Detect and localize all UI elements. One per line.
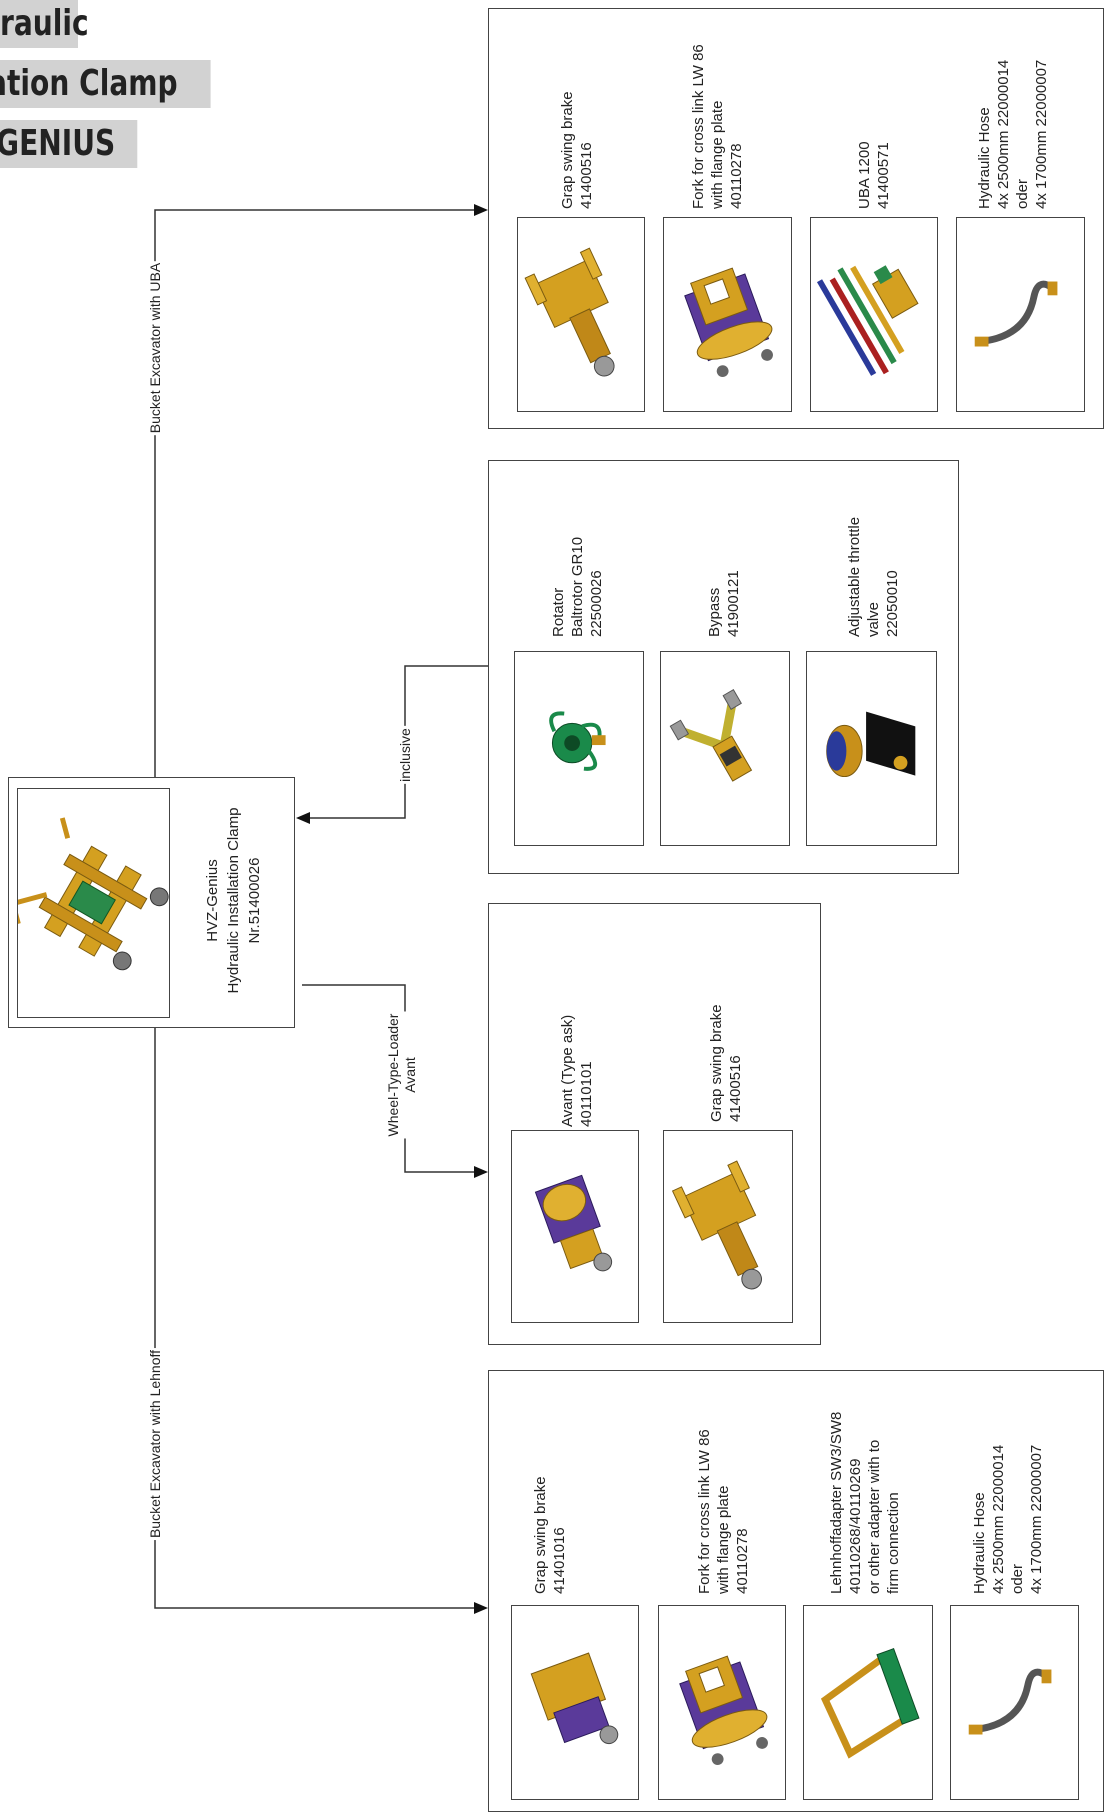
main-unit-image (17, 788, 170, 1018)
avant-part-1-label: Avant (Type ask)40110101 (559, 1014, 595, 1127)
inclusive-part-3-image (806, 651, 937, 846)
swing-brake-icon (530, 1652, 619, 1745)
uba-kit-icon (816, 265, 919, 376)
fork-icon (679, 1655, 768, 1766)
rotator-icon (549, 711, 606, 771)
avant-adapter-icon (534, 1174, 613, 1272)
label-bucket-excavator-uba: Bucket Excavator with UBA (147, 260, 163, 436)
installation-clamp-icon (18, 817, 169, 971)
title-line-1: raulic (0, 0, 89, 48)
uba-part-2-image (663, 217, 792, 412)
title-line-2: llation Clamp (0, 60, 211, 108)
uba-part-3-image (810, 217, 938, 412)
lehnhoff-part-2-image (658, 1605, 786, 1800)
main-unit-label: HVZ-Genius Hydraulic Installation Clamp … (204, 807, 263, 994)
inclusive-part-1-image (514, 651, 644, 846)
lehnhoff-part-4-image (950, 1605, 1079, 1800)
swing-brake-icon (524, 247, 615, 377)
uba-part-1-image (517, 217, 645, 412)
bypass-icon (669, 689, 753, 782)
fork-icon (684, 267, 773, 378)
title-line-3: -GENIUS (0, 120, 138, 168)
avant-part-1-image (511, 1130, 639, 1323)
lehnhoff-part-3-image (803, 1605, 933, 1800)
lehnhoff-adapter-icon (820, 1648, 920, 1759)
swing-brake-icon (671, 1160, 762, 1290)
label-bucket-excavator-lehnhoff: Bucket Excavator with Lehnoff (147, 1347, 163, 1541)
hose-icon (974, 280, 1058, 347)
avant-part-2-image (663, 1130, 793, 1323)
inclusive-part-2-image (660, 651, 790, 846)
throttle-valve-icon (826, 711, 916, 778)
lehnhoff-part-1-image (511, 1605, 639, 1800)
uba-part-4-image (956, 217, 1085, 412)
hose-icon (968, 1668, 1052, 1735)
label-inclusive: inclusive (397, 726, 413, 784)
